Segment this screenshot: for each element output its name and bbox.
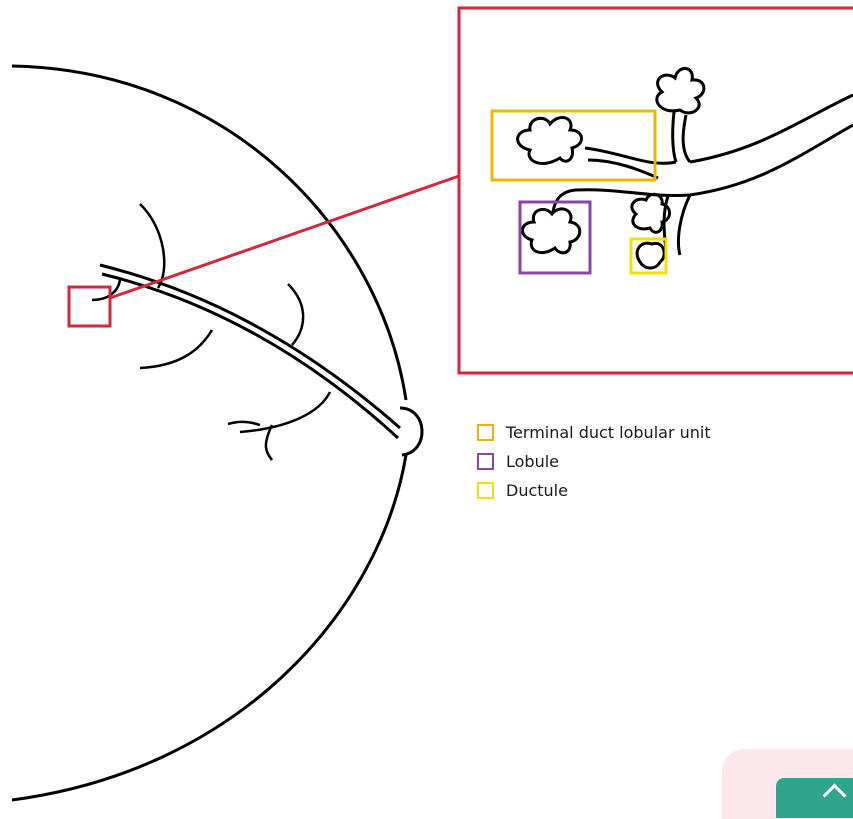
- legend-label: Terminal duct lobular unit: [506, 423, 711, 442]
- legend-swatch-tdlu: [477, 424, 494, 441]
- duct-branches: [91, 203, 332, 461]
- lobule-box: [518, 200, 592, 275]
- legend-label: Ductule: [506, 481, 568, 500]
- scroll-top-button[interactable]: [776, 778, 853, 818]
- magnified-ducts: [551, 93, 853, 256]
- legend-item-tdlu: Terminal duct lobular unit: [477, 418, 711, 447]
- ductule-box: [629, 237, 668, 275]
- nipple: [399, 406, 424, 457]
- callout-marker: [67, 285, 112, 328]
- legend-swatch-lobule: [477, 453, 494, 470]
- legend-label: Lobule: [506, 452, 560, 471]
- legend-item-ductule: Ductule: [477, 476, 711, 505]
- legend-swatch-ductule: [477, 482, 494, 499]
- magnified-lobules: [516, 67, 706, 270]
- magnified-panel: [457, 6, 853, 375]
- breast-outline: [11, 64, 408, 802]
- main-duct: [99, 263, 401, 440]
- chevron-up-icon: [822, 783, 847, 808]
- legend-item-lobule: Lobule: [477, 447, 711, 476]
- callout-line: [109, 174, 460, 300]
- legend: Terminal duct lobular unit Lobule Ductul…: [477, 418, 711, 505]
- tdlu-box: [490, 109, 657, 182]
